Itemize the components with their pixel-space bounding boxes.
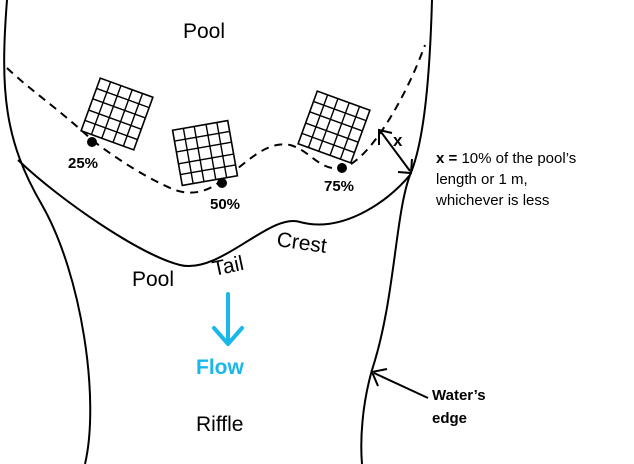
- quadrat-grid-25: [80, 77, 154, 151]
- x-definition-line-2: length or 1 m,: [436, 171, 528, 188]
- marker-point-50: [217, 178, 227, 188]
- pool-tail-crest-label: Crest: [275, 228, 328, 258]
- marker-point-25: [87, 137, 97, 147]
- flow-label: Flow: [196, 356, 244, 379]
- x-marker-label: x: [393, 131, 403, 150]
- waters-edge-label-line-2: edge: [432, 410, 467, 427]
- x-definition-line-1: x = 10% of the pool’s: [436, 150, 576, 167]
- waters-edge-arrow: [370, 368, 429, 399]
- pool-label-top: Pool: [183, 20, 225, 43]
- flow-arrow-icon: [212, 292, 244, 346]
- x-definition-bold: x =: [436, 150, 458, 167]
- x-definition-rest: 10% of the pool’s: [457, 150, 576, 167]
- marker-label-25: 25%: [68, 155, 98, 172]
- x-definition-line-3: whichever is less: [435, 192, 549, 209]
- marker-point-75: [337, 163, 347, 173]
- x-distance-arrow: [378, 128, 413, 175]
- quadrat-grid-75: [297, 90, 371, 164]
- right-bank-line: [360, 0, 433, 464]
- pool-tail-crest-line: [17, 159, 411, 268]
- left-bank-line: [3, 0, 92, 464]
- marker-label-75: 75%: [324, 178, 354, 195]
- waters-edge-label-line-1: Water’s: [432, 387, 486, 404]
- riffle-label: Riffle: [196, 413, 243, 436]
- pool-tail-tail-label: Tail: [210, 252, 246, 281]
- marker-label-50: 50%: [210, 196, 240, 213]
- dashed-transect-line: [6, 44, 426, 194]
- quadrat-grid-50: [171, 119, 239, 187]
- pool-tail-pool-label: Pool: [132, 268, 174, 291]
